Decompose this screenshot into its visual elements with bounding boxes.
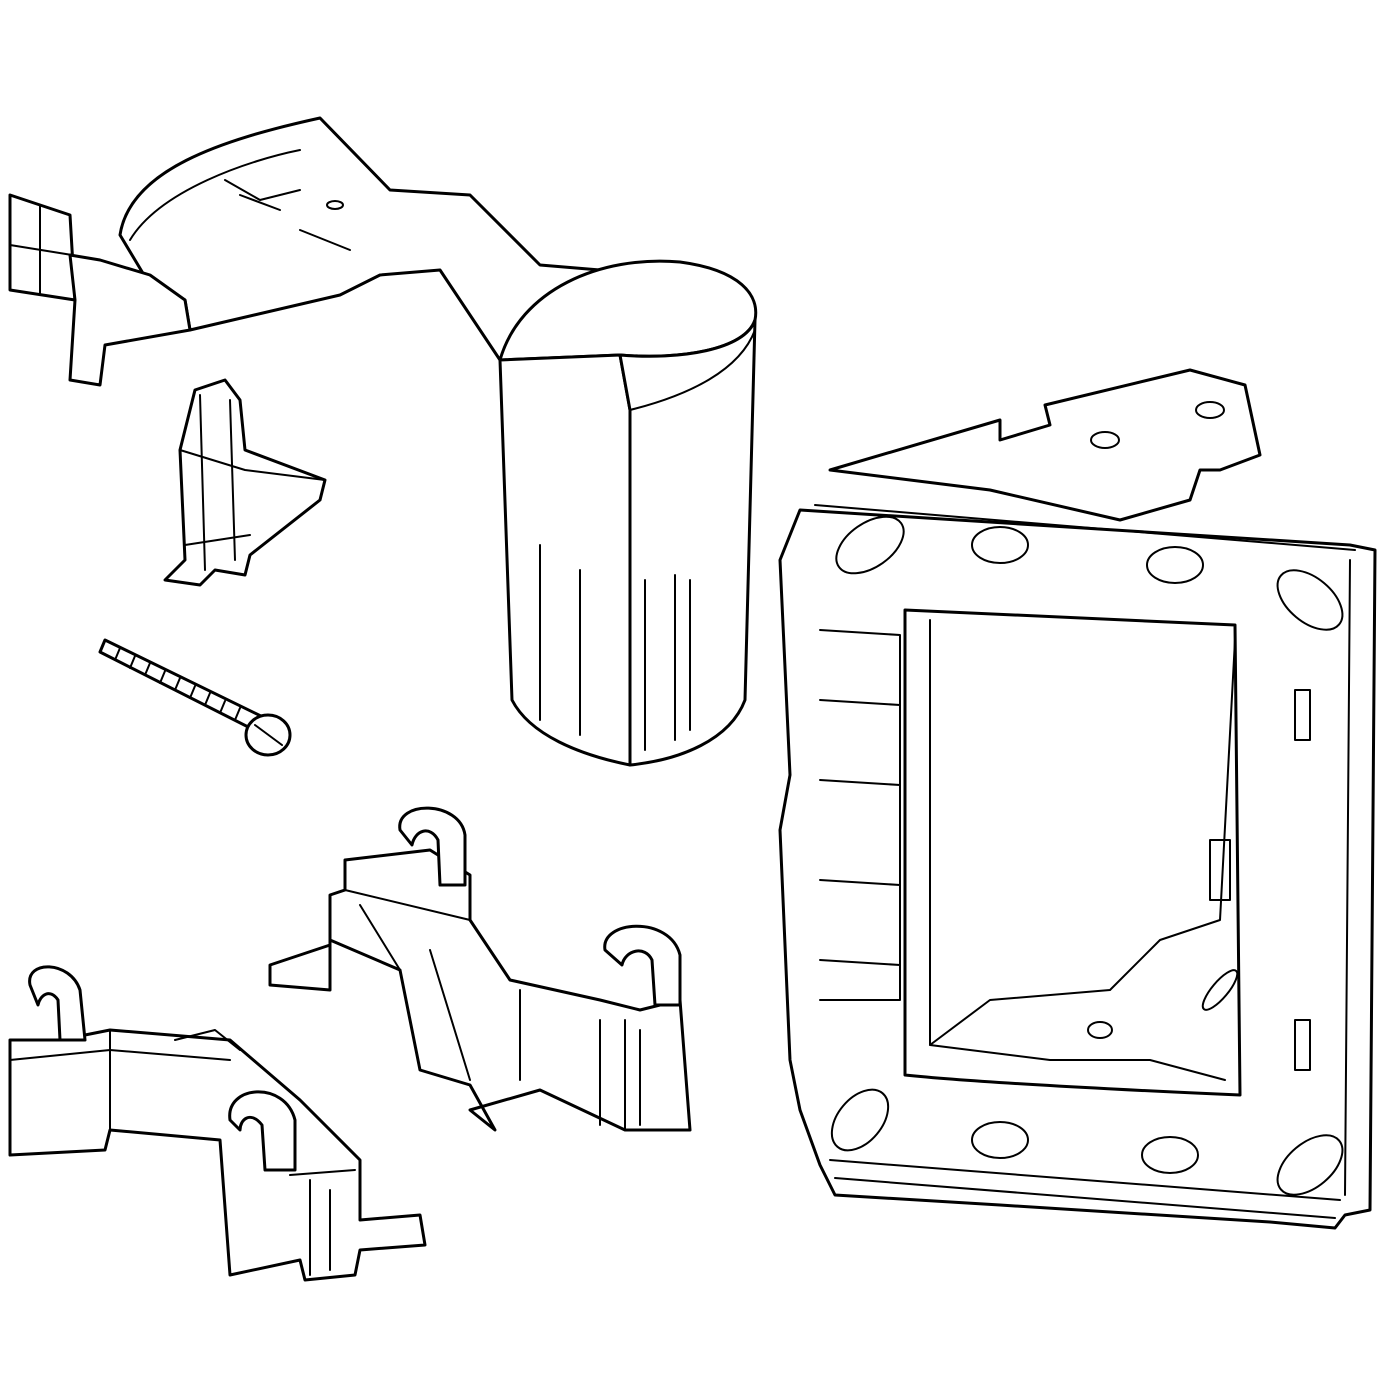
screw bbox=[98, 638, 292, 757]
mounting-clip-left bbox=[8, 965, 427, 1282]
small-clip bbox=[163, 378, 327, 587]
mounting-frame bbox=[778, 368, 1377, 1230]
mounting-clip-center bbox=[268, 806, 692, 1132]
sensor-bracket-with-cup bbox=[8, 116, 758, 767]
frame-slots bbox=[830, 515, 1344, 1196]
